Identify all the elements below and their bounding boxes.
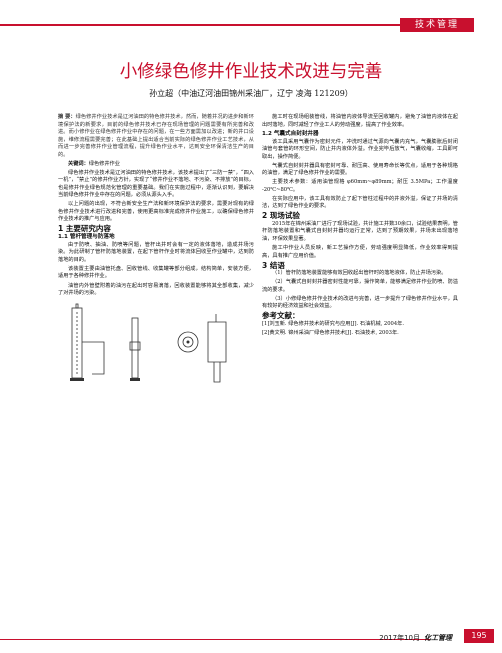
right-column: 施工时在现场组装管线，将油管内液体导流至回收罐内，避免了油管内液体在起出时落地，… (262, 114, 458, 339)
tube-left (71, 307, 83, 378)
reference-item: [1]刘玉新. 绿色修井技术的研究与应用[J]. 石油机械, 2004年. (262, 320, 404, 327)
cross-section-outer (177, 331, 199, 352)
header-rule (0, 24, 422, 26)
body-paragraph: 该工具采用气囊作为密封元件，冲洗时通过气源向气囊内充气，气囊膨胀后封闭油管与套管… (262, 138, 458, 160)
body-paragraph: 施工时在现场组装管线，将油管内液体导流至回收罐内，避免了油管内液体在起出时落地，… (262, 114, 458, 128)
subsection-heading: 1.2 气囊式自封封井器 (262, 130, 319, 137)
body-paragraph: 气囊式自封封井器具有密封可靠、耐压高、使用寿命长等优点，适用于各种规格的油管，满… (262, 162, 458, 177)
body-paragraph: 主要技术参数：适用油管规格 φ60mm~φ89mm；耐压 3.5MPa；工作温度… (262, 179, 458, 193)
body-paragraph: 该装置主要由油管托盘、回收管线、收集罐等部分组成，结构简单，安装方便，适用于各种… (58, 265, 254, 280)
subsection-heading: 1.1 管杆管理与防落地 (58, 233, 115, 240)
body-paragraph: （3）小修绿色修井作业技术的改进与完善，进一步提升了绿色修井作业水平，具有较好的… (262, 295, 458, 310)
figure-drawing (70, 303, 227, 382)
keywords-text: 绿色修井作业 (88, 160, 120, 167)
body-paragraph: 由于防喷、抽油、防喷等问题，管杆出井时会有一定的液体落地，造成井场污染。为此研制… (58, 241, 254, 263)
section-heading: 3 结语 (262, 260, 285, 270)
issue-date: 2017年10月 (379, 634, 420, 642)
body-paragraph: 2015年在锦州采油厂进行了现场试验，共计施工井数30余口，试验结果表明，管杆防… (262, 220, 458, 242)
stem-right (213, 361, 221, 382)
cross-section-inner (182, 336, 194, 347)
header-bar: 技术管理 (0, 18, 502, 32)
left-column: 摘 要：绿色修井作业技术是辽河油田的特色修井技术，然而，随着井况的进步和新环境保… (58, 114, 254, 394)
body-paragraph: 施工中作业人员反映，新工艺操作方便，劳动强度明显降低，作业效率得到提高，具有推广… (262, 245, 458, 259)
footer-info: 2017年10月化工管理 (379, 633, 456, 643)
tube-left-cap (75, 303, 79, 308)
body-paragraph: 在实际应用中，该工具有效防止了起下管柱过程中的井液外溢，保证了井场的清洁，达到了… (262, 195, 458, 210)
section-tag: 技术管理 (400, 18, 474, 32)
section-heading: 1 主要研究内容 (58, 224, 111, 234)
cross-section-center (186, 340, 190, 344)
page-footer: 2017年10月化工管理 195 (0, 613, 502, 653)
footer-rule (0, 639, 430, 640)
body-paragraph: （1）管杆防落地装置能够有效回收起出管杆时的落地液体，防止井场污染。 (272, 270, 447, 277)
equipment-figure (58, 302, 254, 394)
article-title: 小修绿色修井作业技术改进与完善 (119, 62, 383, 82)
section-heading: 2 现场试验 (262, 211, 300, 221)
reference-item: [2]黄文明. 锦州采油厂绿色修井技术[J]. 石油技术, 2003年. (262, 330, 399, 337)
housing-right (207, 321, 227, 362)
body-paragraph: 绿色修井作业技术是辽河油田的特色修井技术，该技术提出了“三防一禁”，“四入一机”… (58, 169, 254, 199)
publication-name: 化工管理 (424, 634, 452, 642)
body-paragraph: 以上问题的出现，不符合新安全生产法和新环境保护法的要求，需要对现有的绿色修井作业… (58, 201, 254, 223)
author-line: 孙立超（中油辽河油田锦州采油厂，辽宁 凌海 121209） (149, 89, 353, 98)
abstract-text: 绿色修井作业技术是辽河油田的特色修井技术，然而，随着井况的进步和新环境保护法的新… (58, 114, 254, 158)
abstract: 摘 要：绿色修井作业技术是辽河油田的特色修井技术，然而，随着井况的进步和新环境保… (58, 114, 254, 159)
tube-left-base (70, 377, 84, 381)
body-paragraph: 油管内外管壁附着的油污在起出时容易滴落，回收装置能够将其全部收集，减少了对井场的… (58, 282, 254, 297)
keywords: 关键词：绿色修井作业 (58, 161, 254, 169)
tube-mid-base (130, 377, 140, 381)
tube-mid-collar (129, 341, 141, 350)
return-line (82, 341, 105, 374)
abstract-label: 摘 要： (58, 114, 76, 120)
keywords-label: 关键词： (68, 160, 89, 167)
page-number: 195 (464, 629, 494, 643)
references-heading: 参考文献： (262, 311, 300, 321)
body-paragraph: （2）气囊式自封封井器密封性能可靠，操作简单，能够满足修井作业防喷、防溢流的要求… (262, 279, 458, 293)
tube-mid (131, 317, 139, 378)
